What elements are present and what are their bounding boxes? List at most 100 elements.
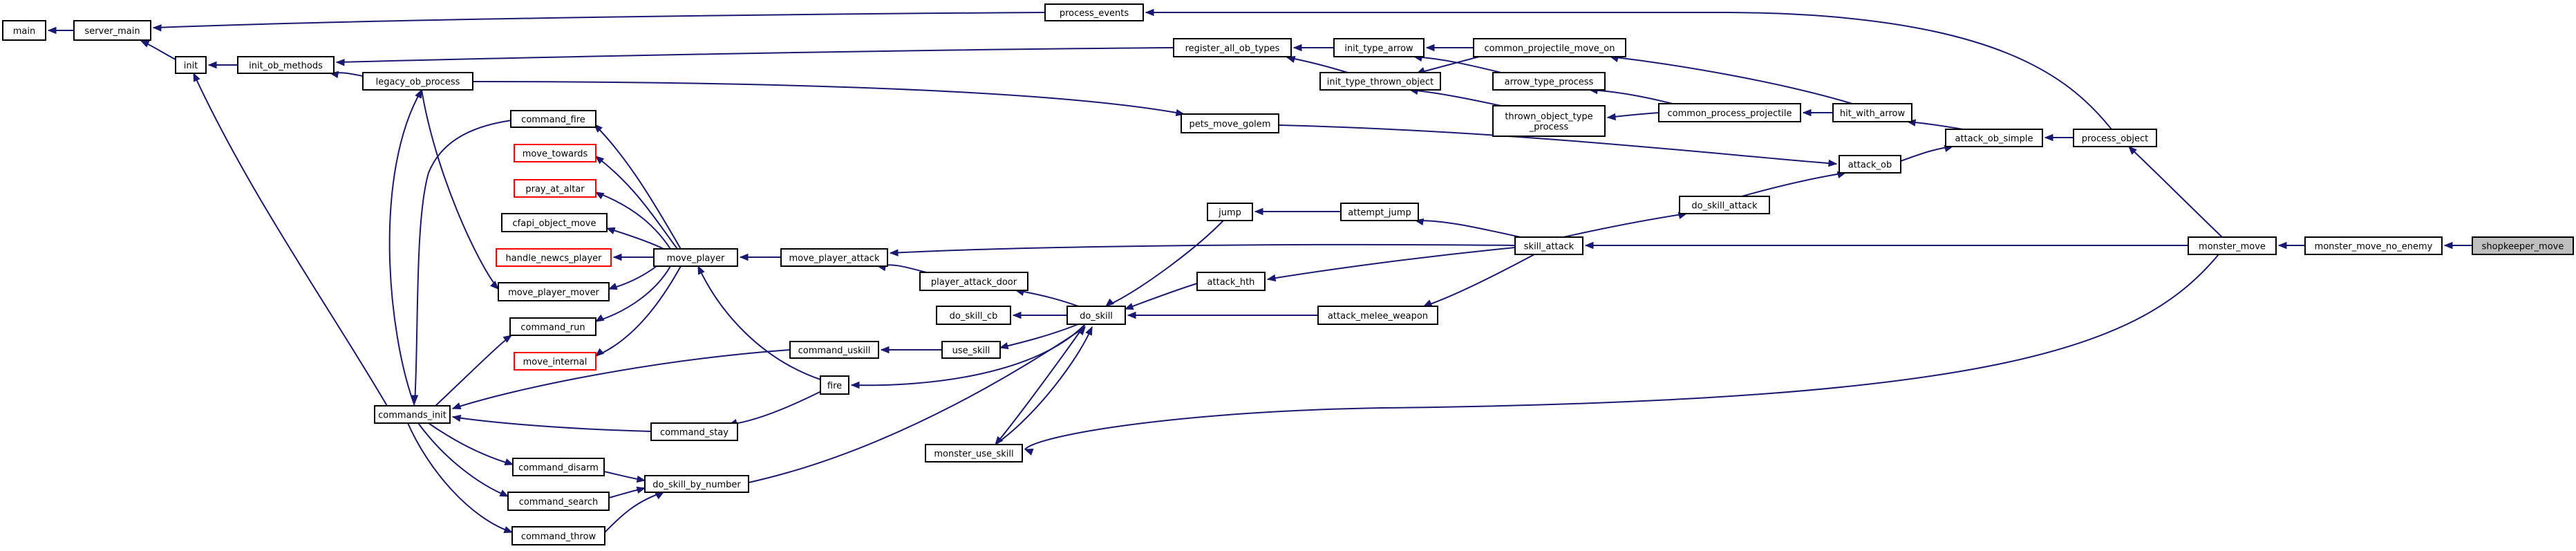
node-attack_ob_simple[interactable]: attack_ob_simple xyxy=(1945,129,2043,147)
node-command_fire[interactable]: command_fire xyxy=(510,110,596,128)
node-thrown_object_type_process[interactable]: thrown_object_type_process xyxy=(1492,105,1606,137)
node-init_type_thrown_object[interactable]: init_type_thrown_object xyxy=(1319,72,1441,91)
node-box-commands_init xyxy=(374,405,451,424)
node-label-common_projectile_move_on: common_projectile_move_on xyxy=(1485,44,1615,54)
node-box-pets_move_golem xyxy=(1181,113,1279,133)
node-fire[interactable]: fire xyxy=(820,375,849,395)
arrowhead-move_player-to-move_player_mover xyxy=(608,283,618,290)
node-command_run[interactable]: command_run xyxy=(509,317,596,336)
node-jump[interactable]: jump xyxy=(1207,203,1253,221)
node-label-command_fire: command_fire xyxy=(521,115,585,125)
node-label-attempt_jump: attempt_jump xyxy=(1348,208,1411,218)
node-arrow_type_process[interactable]: arrow_type_process xyxy=(1492,72,1606,91)
node-command_disarm[interactable]: command_disarm xyxy=(512,458,605,476)
node-player_attack_door[interactable]: player_attack_door xyxy=(919,272,1028,291)
arrowhead-process_events-to-server_main xyxy=(152,24,162,32)
node-legacy_ob_process[interactable]: legacy_ob_process xyxy=(362,72,473,91)
arrowhead-do_skill-to-do_skill_cb xyxy=(1012,311,1022,319)
node-common_projectile_move_on[interactable]: common_projectile_move_on xyxy=(1473,38,1626,57)
arrowhead-init_ob_methods-to-init xyxy=(207,61,217,69)
edge-move_player-to-command_run xyxy=(595,265,671,322)
node-handle_newcs_player[interactable]: handle_newcs_player xyxy=(496,248,612,267)
node-label-arrow_type_process: arrow_type_process xyxy=(1505,77,1594,88)
node-commands_init[interactable]: commands_init xyxy=(374,405,451,424)
edge-pets_move_golem-to-attack_ob xyxy=(1278,124,1837,165)
edge-commands_init-to-legacy_ob_process xyxy=(388,89,422,407)
node-pray_at_altar[interactable]: pray_at_altar xyxy=(514,179,596,198)
node-box-command_run xyxy=(509,317,596,336)
node-label-player_attack_door: player_attack_door xyxy=(931,277,1017,288)
edge-move_player-to-move_towards xyxy=(595,156,678,250)
node-do_skill[interactable]: do_skill xyxy=(1066,306,1126,325)
node-skill_attack[interactable]: skill_attack xyxy=(1514,236,1583,255)
node-box-move_player_mover xyxy=(498,282,610,301)
node-attack_hth[interactable]: attack_hth xyxy=(1196,272,1266,291)
node-box-monster_use_skill xyxy=(925,444,1023,463)
node-attempt_jump[interactable]: attempt_jump xyxy=(1340,203,1419,221)
node-command_stay[interactable]: command_stay xyxy=(650,422,738,441)
node-move_internal[interactable]: move_internal xyxy=(514,352,596,371)
node-label-attack_hth: attack_hth xyxy=(1207,277,1255,288)
node-box-command_fire xyxy=(510,110,596,128)
node-box-command_throw xyxy=(511,526,605,545)
node-box-move_player_attack xyxy=(780,248,888,267)
node-register_all_ob_types[interactable]: register_all_ob_types xyxy=(1173,38,1292,57)
node-process_events[interactable]: process_events xyxy=(1044,3,1144,21)
arrowhead-skill_attack-to-attack_hth xyxy=(1266,274,1277,282)
node-label-command_search: command_search xyxy=(519,497,599,507)
edge-monster_move-to-monster_use_skill xyxy=(1024,254,2219,450)
arrowhead-move_player-to-move_internal xyxy=(594,348,605,357)
node-box-attack_hth xyxy=(1196,272,1266,291)
node-monster_move[interactable]: monster_move xyxy=(2188,236,2277,255)
node-box-command_stay xyxy=(650,422,738,441)
edge-legacy_ob_process-to-pets_move_golem xyxy=(472,81,1185,115)
edge-command_throw-to-do_skill_by_number xyxy=(604,492,664,533)
node-attack_ob[interactable]: attack_ob xyxy=(1839,155,1901,174)
node-command_throw[interactable]: command_throw xyxy=(511,526,605,545)
arrowhead-jump-to-do_skill xyxy=(1104,298,1115,307)
node-box-move_internal xyxy=(514,352,596,371)
edge-commands_init-to-command_disarm xyxy=(428,422,514,465)
node-box-move_towards xyxy=(514,144,596,162)
arrowhead-attack_melee_weapon-to-do_skill xyxy=(1127,311,1136,319)
edge-monster_move-to-process_object xyxy=(2128,146,2223,238)
node-monster_use_skill[interactable]: monster_use_skill xyxy=(925,444,1023,463)
node-server_main[interactable]: server_main xyxy=(73,20,151,41)
arrowhead-move_player-to-handle_newcs_player xyxy=(612,253,622,261)
node-command_search[interactable]: command_search xyxy=(507,492,610,511)
arrowhead-use_skill-to-command_uskill xyxy=(880,346,890,354)
node-process_object[interactable]: process_object xyxy=(2073,129,2157,147)
node-common_process_projectile[interactable]: common_process_projectile xyxy=(1658,103,1801,122)
node-do_skill_cb[interactable]: do_skill_cb xyxy=(936,306,1011,325)
node-hit_with_arrow[interactable]: hit_with_arrow xyxy=(1832,103,1912,122)
node-move_player_attack[interactable]: move_player_attack xyxy=(780,248,888,267)
node-monster_move_no_enemy[interactable]: monster_move_no_enemy xyxy=(2304,236,2443,255)
edge-attack_ob-to-attack_ob_simple xyxy=(1900,146,1953,162)
node-attack_melee_weapon[interactable]: attack_melee_weapon xyxy=(1317,306,1438,325)
node-cfapi_object_move[interactable]: cfapi_object_move xyxy=(501,213,608,232)
edge-do_skill-to-monster_use_skill xyxy=(995,324,1086,445)
node-init_type_arrow[interactable]: init_type_arrow xyxy=(1333,38,1425,57)
node-label-command_stay: command_stay xyxy=(660,428,728,438)
node-box-init_type_arrow xyxy=(1333,38,1425,57)
edge-attack_ob_simple-to-hit_with_arrow xyxy=(1907,121,1964,130)
node-label-move_player_attack: move_player_attack xyxy=(789,254,880,264)
node-label-move_internal: move_internal xyxy=(523,357,587,368)
node-label-fire: fire xyxy=(827,381,842,391)
node-box-command_search xyxy=(507,492,610,511)
node-shopkeeper_move[interactable]: shopkeeper_move xyxy=(2472,236,2574,255)
node-move_player[interactable]: move_player xyxy=(653,248,738,267)
edge-do_skill_attack-to-attack_ob xyxy=(1741,172,1846,197)
node-do_skill_by_number[interactable]: do_skill_by_number xyxy=(644,475,749,493)
node-move_player_mover[interactable]: move_player_mover xyxy=(498,282,610,301)
node-init_ob_methods[interactable]: init_ob_methods xyxy=(237,56,335,74)
node-do_skill_attack[interactable]: do_skill_attack xyxy=(1679,196,1770,214)
arrowhead-server_main-to-main xyxy=(47,26,57,35)
node-command_uskill[interactable]: command_uskill xyxy=(789,341,879,359)
node-main[interactable]: main xyxy=(2,20,46,41)
node-pets_move_golem[interactable]: pets_move_golem xyxy=(1181,113,1279,133)
node-init[interactable]: init xyxy=(175,56,207,74)
node-move_towards[interactable]: move_towards xyxy=(514,144,596,162)
node-box-common_process_projectile xyxy=(1658,103,1801,122)
node-use_skill[interactable]: use_skill xyxy=(941,341,1001,359)
